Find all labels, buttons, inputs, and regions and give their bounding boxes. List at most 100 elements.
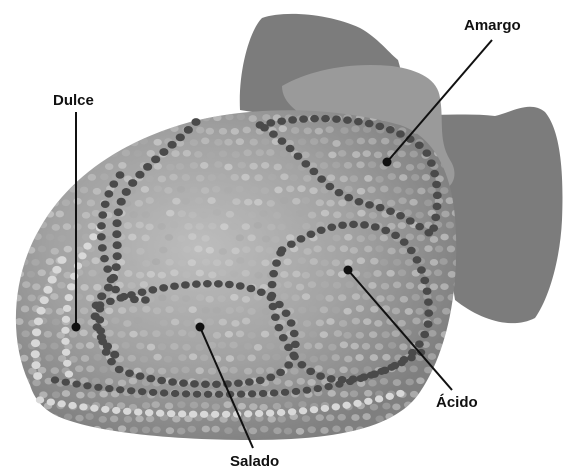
papilla-dot xyxy=(428,330,436,337)
papilla-dot xyxy=(201,137,209,144)
papilla-dot xyxy=(158,125,166,132)
papilla-dot xyxy=(364,175,372,182)
papilla-dot xyxy=(39,150,47,157)
papilla-dot xyxy=(45,355,53,362)
papilla-dot xyxy=(118,162,126,169)
papilla-dot xyxy=(147,344,155,351)
boundary-dot xyxy=(127,387,135,394)
boundary-dot xyxy=(391,232,400,239)
boundary-dot xyxy=(355,198,364,205)
papilla-dot xyxy=(439,258,447,265)
boundary-dot xyxy=(430,170,439,177)
papilla-dot xyxy=(188,233,196,240)
papilla-dot xyxy=(152,211,160,218)
papilla-dot xyxy=(80,425,88,432)
papilla-dot xyxy=(247,308,255,315)
papilla-dot xyxy=(44,116,52,123)
papilla-dot xyxy=(51,176,59,183)
papilla-dot xyxy=(345,139,353,146)
boundary-dot xyxy=(156,410,164,417)
papilla-dot xyxy=(436,295,444,302)
papilla-dot xyxy=(103,116,111,123)
boundary-dot xyxy=(51,376,59,383)
papilla-dot xyxy=(260,426,268,433)
papilla-dot xyxy=(152,401,160,408)
papilla-dot xyxy=(105,330,113,337)
papilla-dot xyxy=(20,161,28,168)
papilla-dot xyxy=(284,402,292,409)
boundary-dot xyxy=(72,381,80,388)
papilla-dot xyxy=(326,318,334,325)
boundary-dot xyxy=(171,390,179,397)
papilla-dot xyxy=(303,175,311,182)
boundary-dot xyxy=(190,380,199,387)
papilla-dot xyxy=(232,151,240,158)
papilla-dot xyxy=(356,332,364,339)
boundary-dot xyxy=(386,126,395,133)
papilla-dot xyxy=(21,186,29,193)
papilla-dot xyxy=(380,427,388,434)
papilla-dot xyxy=(237,113,245,120)
papilla-dot xyxy=(33,403,41,410)
boundary-dot xyxy=(70,273,78,280)
boundary-dot xyxy=(255,410,263,417)
boundary-dot xyxy=(423,287,432,294)
papilla-dot xyxy=(14,200,22,207)
papilla-dot xyxy=(344,162,352,169)
papilla-dot xyxy=(309,306,317,313)
papilla-dot xyxy=(87,200,95,207)
papilla-dot xyxy=(399,343,407,350)
papilla-dot xyxy=(136,248,144,255)
papilla-dot xyxy=(352,293,360,300)
papilla-dot xyxy=(166,164,174,171)
papilla-dot xyxy=(397,320,405,327)
papilla-dot xyxy=(70,236,78,243)
papilla-dot xyxy=(208,174,216,181)
papilla-dot xyxy=(350,367,358,374)
boundary-dot xyxy=(310,115,319,122)
papilla-dot xyxy=(15,222,23,229)
papilla-dot xyxy=(332,162,340,169)
papilla-dot xyxy=(375,245,383,252)
papilla-dot xyxy=(405,308,413,315)
papilla-dot xyxy=(15,152,23,159)
papilla-dot xyxy=(98,127,106,134)
papilla-dot xyxy=(320,137,328,144)
papilla-dot xyxy=(128,234,136,241)
boundary-dot xyxy=(68,402,76,409)
papilla-dot xyxy=(268,174,276,181)
papilla-dot xyxy=(136,222,144,229)
boundary-dot xyxy=(424,320,433,327)
papilla-dot xyxy=(273,427,281,434)
papilla-dot xyxy=(298,307,306,314)
papilla-dot xyxy=(44,187,52,194)
papilla-dot xyxy=(334,330,342,337)
papilla-dot xyxy=(81,355,89,362)
papilla-dot xyxy=(123,320,131,327)
papilla-dot xyxy=(346,212,354,219)
papilla-dot xyxy=(202,115,210,122)
papilla-dot xyxy=(20,210,28,217)
boundary-dot xyxy=(278,137,287,144)
papilla-dot xyxy=(226,211,234,218)
papilla-dot xyxy=(57,282,65,289)
papilla-dot xyxy=(321,210,329,217)
papilla-dot xyxy=(164,187,172,194)
papilla-dot xyxy=(261,138,269,145)
papilla-dot xyxy=(325,295,333,302)
papilla-dot xyxy=(338,150,346,157)
boundary-dot xyxy=(272,259,281,266)
papilla-dot xyxy=(266,149,274,156)
papilla-dot xyxy=(195,197,203,204)
papilla-dot xyxy=(267,200,275,207)
boundary-dot xyxy=(168,141,177,149)
boundary-dot xyxy=(413,256,422,263)
boundary-dot xyxy=(431,214,440,221)
papilla-dot xyxy=(412,294,420,301)
boundary-dot xyxy=(63,305,71,312)
papilla-dot xyxy=(309,331,317,338)
papilla-dot xyxy=(387,248,395,255)
boundary-dot xyxy=(141,296,150,303)
papilla-dot xyxy=(433,318,441,325)
papilla-dot xyxy=(38,269,46,276)
